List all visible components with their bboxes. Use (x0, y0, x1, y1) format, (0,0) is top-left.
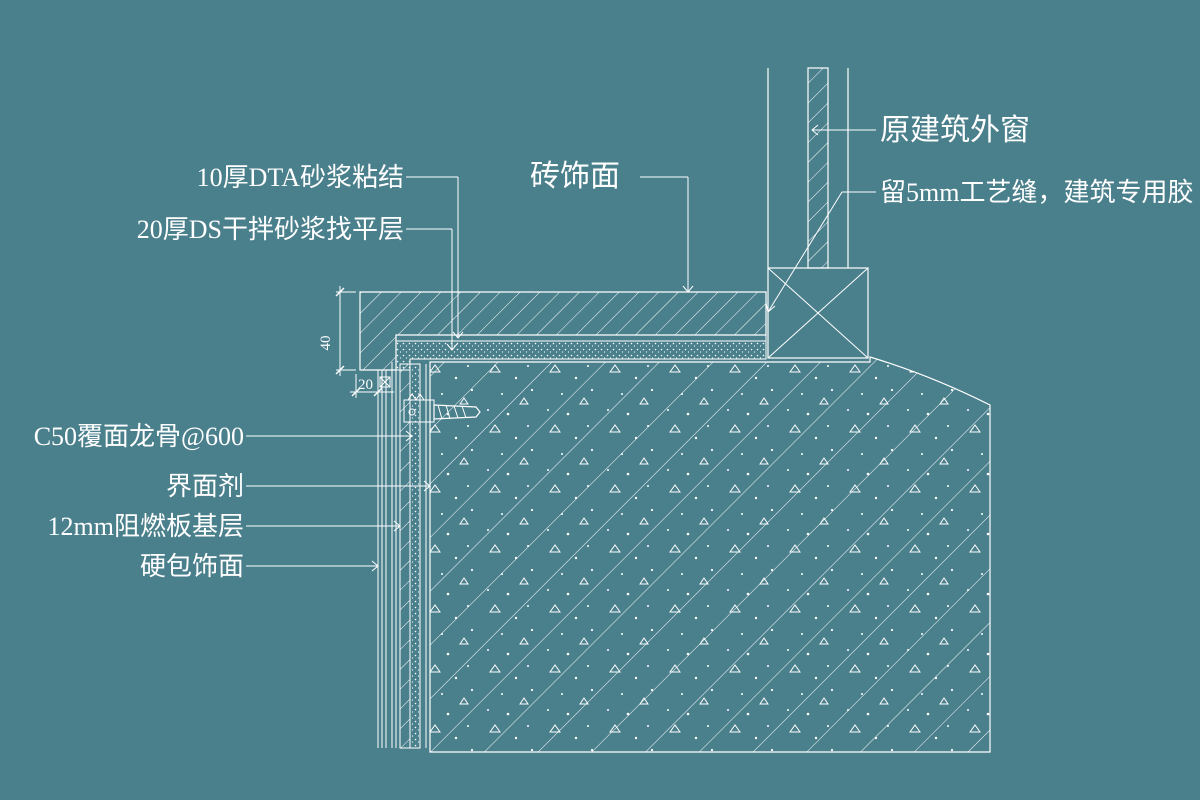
dimension-20-text: 20 (358, 377, 373, 393)
label-hard-pack-finish: 硬包饰面 (140, 552, 244, 581)
wall-finish-layers (377, 362, 431, 749)
label-process-joint: 留5mm工艺缝，建筑专用胶 (880, 178, 1193, 207)
label-ds-leveling: 20厚DS干拌砂浆找平层 (137, 215, 404, 244)
label-original-window: 原建筑外窗 (880, 114, 1030, 147)
label-tile-finish: 砖饰面 (530, 160, 620, 193)
label-fireproof-board: 12mm阻燃板基层 (48, 512, 244, 541)
leader-lines (246, 124, 876, 572)
label-c50-keel: C50覆面龙骨@600 (34, 422, 244, 451)
label-interface-agent: 界面剂 (166, 472, 244, 501)
dimension-edge-offset (350, 374, 394, 398)
dimension-sill-thickness (335, 286, 356, 376)
keel-anchor-bolt (403, 393, 481, 423)
edge-corner-block (379, 376, 391, 388)
label-dta-mortar: 10厚DTA砂浆粘结 (197, 163, 404, 192)
dimension-40-text: 40 (318, 336, 334, 351)
concrete-wall (429, 356, 991, 753)
original-window-frame (767, 67, 869, 359)
